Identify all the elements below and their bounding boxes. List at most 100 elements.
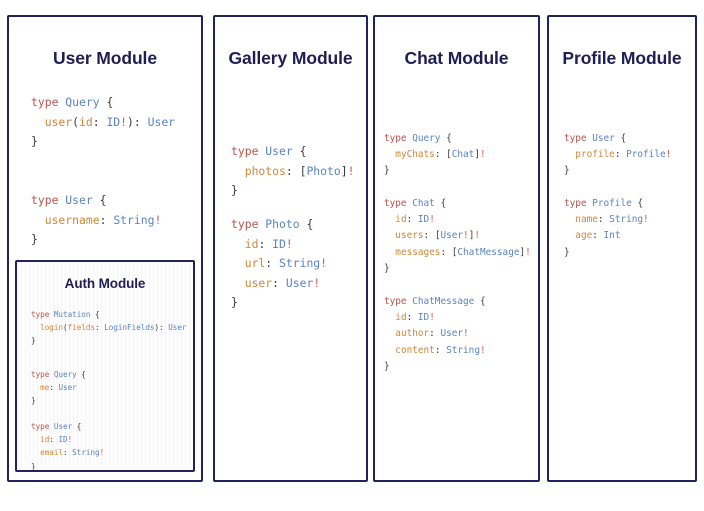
code-token: LoginFields bbox=[104, 323, 155, 333]
code-token bbox=[31, 448, 40, 457]
code-token: } bbox=[31, 232, 38, 247]
code-token bbox=[31, 323, 40, 332]
code-token: fields bbox=[67, 323, 96, 333]
code-token: : bbox=[434, 344, 447, 356]
code-token: { bbox=[72, 422, 82, 431]
code-token: ! bbox=[313, 275, 321, 290]
code-token: : bbox=[265, 256, 280, 271]
code-token bbox=[231, 276, 245, 290]
code-token: } bbox=[31, 336, 36, 346]
code-token: ChatMessage bbox=[412, 296, 475, 307]
code-token: ! bbox=[120, 114, 128, 129]
code-token bbox=[384, 328, 395, 339]
code-token: type bbox=[231, 217, 266, 231]
code-token bbox=[384, 149, 395, 160]
code-token: User bbox=[440, 328, 464, 340]
code-token: ! bbox=[643, 214, 649, 226]
code-token: content bbox=[395, 344, 435, 356]
code-token: ! bbox=[429, 214, 435, 226]
code-token: ! bbox=[154, 212, 162, 227]
code-block-chat-chat: type Chat { id: ID! users: [User!]! mess… bbox=[384, 196, 531, 277]
code-token: ): bbox=[154, 323, 169, 333]
panel-user-module[interactable]: User Module type Query { user(id: ID!): … bbox=[7, 15, 203, 482]
code-token: Photo bbox=[306, 163, 341, 178]
code-token: User bbox=[58, 383, 77, 393]
code-token: : bbox=[49, 435, 59, 445]
code-token: ( bbox=[72, 114, 80, 129]
code-token: ID bbox=[417, 312, 430, 324]
code-token: users bbox=[395, 230, 424, 242]
panel-title-profile-module: Profile Module bbox=[562, 48, 682, 68]
code-token bbox=[384, 214, 395, 225]
code-token: author bbox=[395, 328, 430, 340]
code-block-auth-user: type User { id: ID! email: String! } bbox=[31, 420, 104, 470]
code-token: : bbox=[99, 212, 114, 227]
code-block-profile-profile: type Profile { name: String! age: Int } bbox=[564, 196, 649, 261]
code-token: String bbox=[279, 256, 321, 271]
panel-gallery-module[interactable]: Gallery Module type User { photos: [Phot… bbox=[213, 15, 368, 482]
code-token: Chat bbox=[451, 149, 475, 161]
code-token: : [ bbox=[285, 163, 307, 178]
code-token: { bbox=[292, 144, 307, 158]
code-token: : bbox=[272, 275, 286, 290]
code-token: photos bbox=[244, 163, 286, 178]
code-block-auth-mutation: type Mutation { login(fields: LoginField… bbox=[31, 308, 187, 348]
code-token: : bbox=[258, 236, 273, 251]
code-token: id bbox=[395, 214, 407, 226]
code-token: user bbox=[44, 114, 73, 129]
code-token: User bbox=[265, 144, 293, 158]
code-token: login bbox=[40, 323, 64, 333]
panel-auth-module[interactable]: Auth Module type Mutation { login(fields… bbox=[15, 260, 195, 472]
code-token bbox=[384, 345, 395, 356]
code-token bbox=[231, 164, 245, 178]
code-token bbox=[231, 237, 245, 251]
code-token: type bbox=[31, 422, 54, 431]
code-token: Int bbox=[603, 230, 621, 242]
code-token: type bbox=[231, 144, 266, 158]
code-token: String bbox=[72, 448, 100, 458]
code-token: ID bbox=[106, 114, 121, 129]
code-token bbox=[384, 230, 395, 241]
code-token: { bbox=[474, 296, 486, 307]
code-token: id bbox=[395, 312, 407, 324]
code-token: ! bbox=[525, 246, 531, 258]
code-token: User bbox=[592, 133, 615, 144]
code-token: : bbox=[429, 328, 441, 340]
code-token: User bbox=[285, 275, 314, 290]
code-token: ! bbox=[320, 256, 328, 271]
code-block-profile-user: type User { profile: Profile! } bbox=[564, 131, 671, 180]
code-token: ID bbox=[272, 236, 286, 251]
code-token: ! bbox=[67, 435, 73, 445]
code-token: ! bbox=[463, 230, 469, 242]
code-token: : [ bbox=[423, 230, 441, 242]
code-token: } bbox=[564, 246, 570, 258]
code-token: : bbox=[406, 214, 418, 226]
code-token: } bbox=[384, 360, 390, 372]
code-block-gallery-user: type User { photos: [Photo]! } bbox=[231, 142, 354, 201]
panel-chat-module[interactable]: Chat Module type Query { myChats: [Chat]… bbox=[373, 15, 540, 482]
code-token: type bbox=[31, 310, 54, 319]
code-token: { bbox=[434, 198, 447, 209]
code-token: messages bbox=[395, 246, 441, 258]
panel-title-gallery-module: Gallery Module bbox=[228, 48, 353, 68]
code-token: ] bbox=[474, 149, 480, 161]
code-token: User bbox=[440, 230, 464, 242]
code-token bbox=[31, 115, 45, 129]
code-token bbox=[31, 213, 45, 227]
code-token: profile bbox=[575, 149, 615, 161]
code-block-auth-query: type Query { me: User } bbox=[31, 368, 86, 408]
code-token: } bbox=[564, 165, 570, 177]
code-token: url bbox=[244, 256, 266, 271]
panel-profile-module[interactable]: Profile Module type User { profile: Prof… bbox=[547, 15, 697, 482]
code-token bbox=[564, 149, 575, 160]
code-token: ChatMessage bbox=[457, 246, 520, 258]
code-token bbox=[564, 230, 575, 241]
code-token: Query bbox=[53, 370, 77, 379]
code-token: User bbox=[65, 193, 93, 207]
code-token: { bbox=[631, 198, 644, 209]
code-token: String bbox=[609, 214, 644, 226]
code-token: User bbox=[53, 422, 73, 431]
code-token: User bbox=[168, 323, 187, 333]
code-block-chat-query: type Query { myChats: [Chat]! } bbox=[384, 131, 486, 180]
code-token: : [ bbox=[434, 149, 452, 161]
